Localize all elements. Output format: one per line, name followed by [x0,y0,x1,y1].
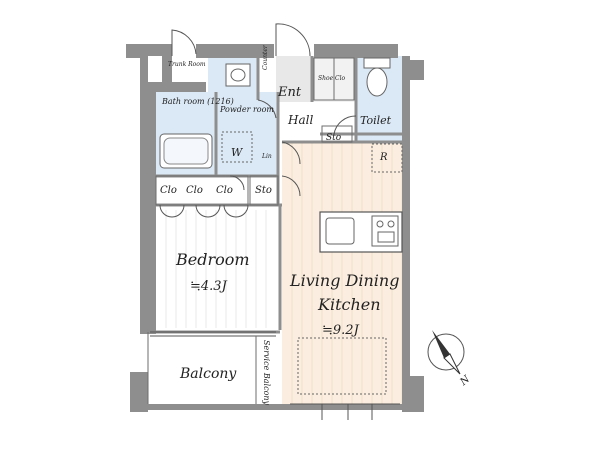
hall-label: Hall [287,113,313,127]
ldk-label-line1: Living Dining [289,271,399,290]
bedroom-storage [249,175,279,206]
powder-label: Powder room [219,105,274,114]
windows [150,331,400,420]
compass-needle-icon [432,330,450,358]
bathtub [159,133,213,169]
closet-label-2: Clo [186,185,203,196]
ldk-size-label: ≒9.2J [322,323,360,338]
north-compass: N [427,330,473,389]
balcony-railing [147,332,257,404]
doors [159,23,357,218]
closet-label-1: Clo [160,185,177,196]
bedroom-floor-pattern [165,210,267,328]
compass-north-label: N [458,373,473,388]
entrance-floor [276,56,312,102]
compass-ring [427,333,465,371]
bedroom-label: Bedroom [175,250,250,269]
service-balcony-label: Service Balcony [262,340,271,406]
kitchen-counter [319,211,403,253]
floor-heating-outline [297,337,387,395]
hall-sto-label: Sto [326,133,342,143]
bath-label: Bath room (1216) [161,97,234,106]
balcony-label: Balcony [179,366,237,382]
washbasin [225,63,251,87]
closet-bank [155,175,249,206]
counter-label: Counter [262,44,269,70]
compass-needle-tail [443,353,461,375]
fridge-space [371,143,403,173]
toilet-bowl [363,57,391,97]
bedroom-sto-label: Sto [255,185,272,196]
shoe-closet-label: Shoe Clo [318,75,346,82]
washer-space [221,131,253,163]
toilet-floor [356,56,408,142]
shoe-closet [313,57,355,101]
bedroom-size-label: ≒4.3J [190,279,228,294]
ldk-floor [282,142,408,404]
toilet-label: Toilet [360,114,392,127]
outer-walls [126,44,424,412]
trunk-room-label: Trunk Room [168,61,206,68]
ldk-label-line2: Kitchen [317,295,381,314]
washer-label: W [231,146,244,159]
fridge-label: R [379,152,388,163]
ent-label: Ent [277,85,302,100]
closet-label-3: Clo [216,185,233,196]
lin-label: Lin [261,153,272,160]
bedroom-floor [156,205,280,330]
